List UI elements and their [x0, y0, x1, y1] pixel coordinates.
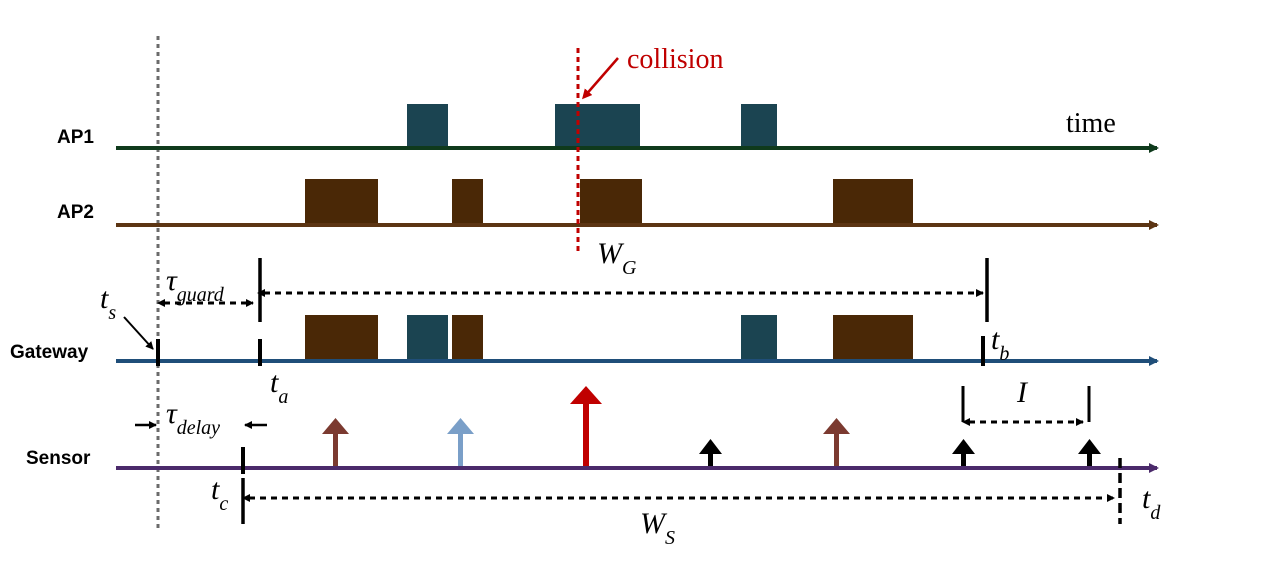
td-label: td: [1142, 482, 1161, 524]
ts-label: ts: [100, 282, 116, 324]
ap2-block: [452, 179, 483, 225]
tau-guard-label: τguard: [166, 264, 225, 306]
ap1-block: [407, 104, 448, 148]
tc-label: tc: [211, 473, 228, 515]
gateway-block: [305, 315, 378, 361]
collision-pointer-arrow: [582, 57, 619, 100]
ap2-block: [305, 179, 378, 225]
ta-label: ta: [270, 366, 288, 408]
time-axis-label: time: [1066, 108, 1116, 139]
ts-pointer-arrow: [123, 316, 154, 350]
sensor-arrow-brown: [322, 418, 349, 468]
ap1-label: AP1: [57, 127, 94, 148]
ap1-block: [741, 104, 777, 148]
gateway-label: Gateway: [10, 342, 89, 363]
gateway-block: [741, 315, 777, 361]
tau-delay-label: τdelay: [166, 397, 220, 439]
tb-label: tb: [991, 323, 1009, 365]
sensor-arrow-black: [699, 439, 722, 468]
sensor-arrow-brown: [823, 418, 850, 468]
ap1-block: [555, 104, 640, 148]
ap2-block: [833, 179, 913, 225]
ap2-block: [580, 179, 642, 225]
collision-label: collision: [627, 44, 723, 75]
sensor-arrow-black: [1078, 439, 1101, 468]
gateway-block: [833, 315, 913, 361]
wg-label: WG: [597, 237, 637, 279]
interval-label: I: [1016, 376, 1029, 409]
ws-label: WS: [640, 507, 675, 549]
sensor-label: Sensor: [26, 448, 91, 469]
gateway-block: [452, 315, 483, 361]
sensor-arrow-lightblue: [447, 418, 474, 468]
sensor-arrow-black: [952, 439, 975, 468]
gateway-block: [407, 315, 448, 361]
sensor-arrow-red: [570, 386, 602, 468]
ap2-label: AP2: [57, 202, 94, 223]
